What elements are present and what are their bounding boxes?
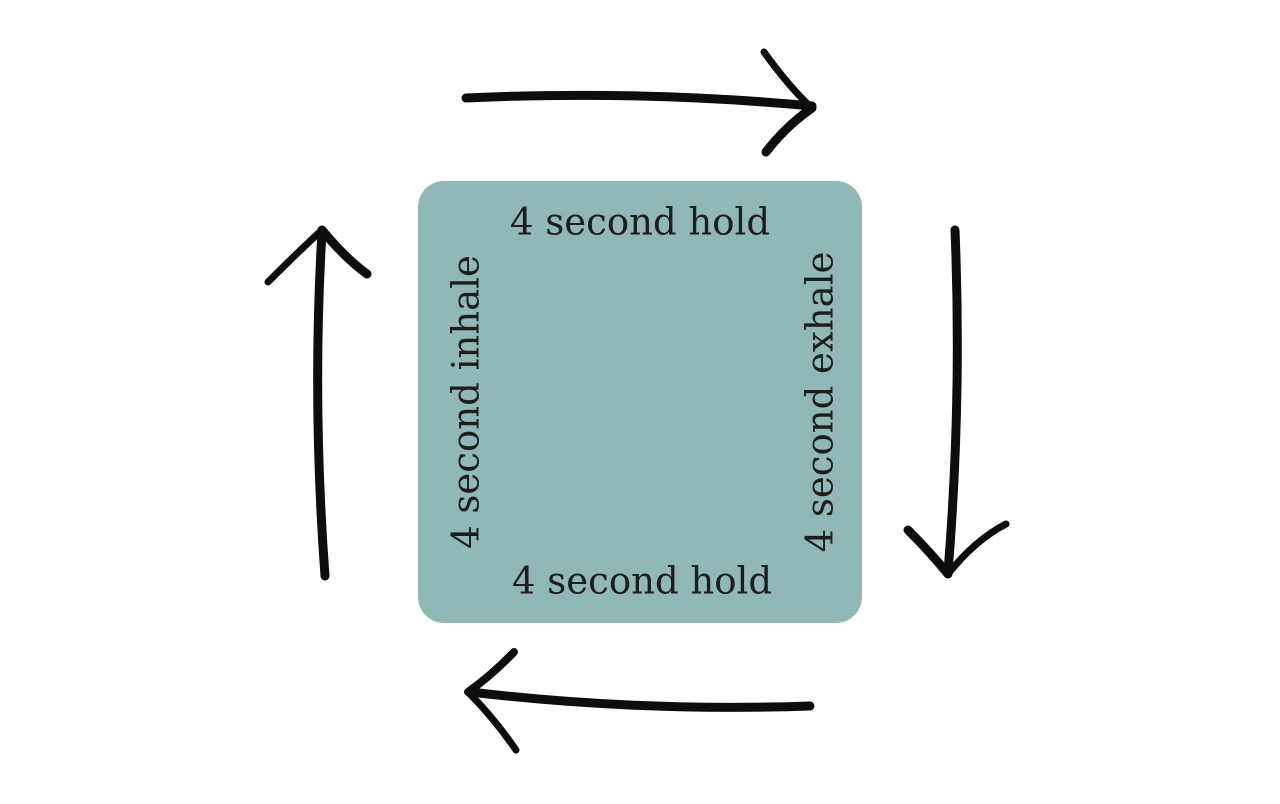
left-label: 4 second inhale (444, 255, 488, 549)
bottom-label: 4 second hold (511, 559, 773, 603)
arrow-down-icon (903, 225, 1010, 579)
top-label: 4 second hold (509, 200, 771, 244)
right-label: 4 second exhale (798, 251, 842, 553)
arrow-right-icon (461, 48, 817, 157)
arrow-left-icon (464, 648, 815, 754)
breathing-box (418, 181, 862, 623)
arrow-up-icon (264, 225, 372, 581)
